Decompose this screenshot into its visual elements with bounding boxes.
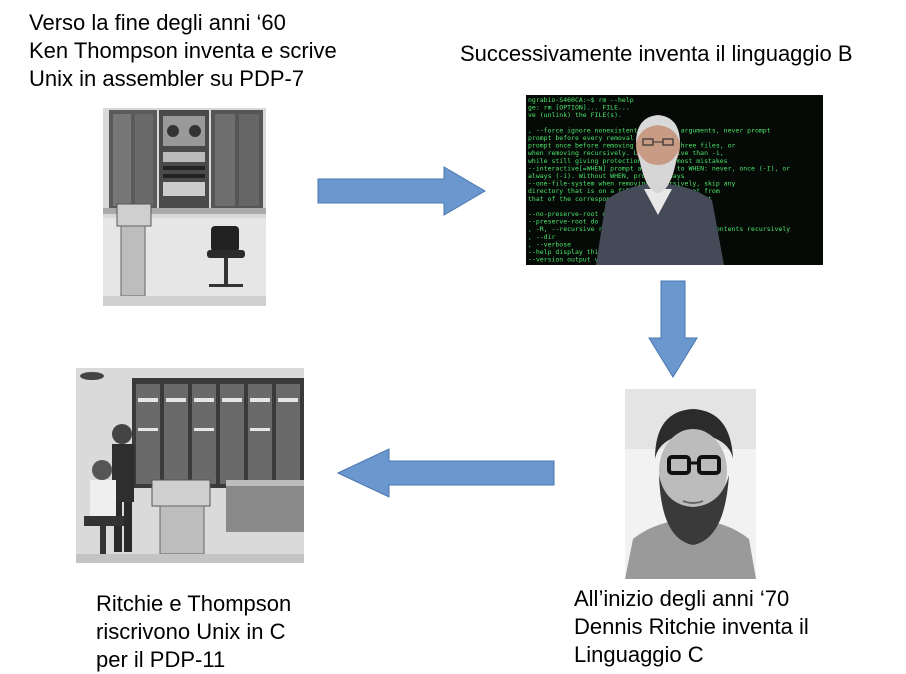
caption-line: per il PDP-11: [96, 647, 226, 672]
caption-line: Ken Thompson inventa e scrive: [29, 38, 337, 63]
arrow-right: [317, 166, 487, 216]
terminal-line: when removing recursively. Less intrusiv…: [528, 149, 724, 157]
caption-line: riscrivono Unix in C: [96, 619, 286, 644]
ritchie-portrait-photo: [625, 389, 756, 579]
arrow-right-shape: [317, 166, 486, 216]
pdp7-photo: [103, 108, 266, 306]
caption-pdp7: Verso la fine degli anni ‘60 Ken Thompso…: [29, 9, 337, 93]
caption-language-c: All’inizio degli anni ‘70 Dennis Ritchie…: [574, 585, 809, 669]
terminal-line: while still giving protection against mo…: [528, 157, 728, 165]
caption-line: Ritchie e Thompson: [96, 591, 292, 616]
caption-line: Successivamente inventa il linguaggio B: [460, 41, 853, 66]
arrow-left-shape: [337, 448, 555, 498]
pdp11-photo: [76, 368, 304, 563]
caption-line: Unix in assembler su PDP-7: [29, 66, 305, 91]
caption-line: All’inizio degli anni ‘70: [574, 586, 790, 611]
terminal-line: --help display this help and exit: [528, 248, 657, 256]
terminal-line: ge: rm [OPTION]... FILE...: [528, 104, 630, 112]
terminal-line: , --dir: [528, 233, 555, 241]
terminal-line: ngrabio-S460CA:~$ rm --help: [528, 96, 634, 104]
terminal-line: prompt before every removal: [528, 134, 634, 142]
caption-line: Dennis Ritchie inventa il: [574, 614, 809, 639]
terminal-line: always (-i). Without WHEN, prompt always: [528, 172, 685, 180]
arrow-down: [648, 280, 698, 378]
caption-line: Linguaggio C: [574, 642, 704, 667]
terminal-line: --one-file-system when removing recursiv…: [528, 180, 735, 188]
caption-line: Verso la fine degli anni ‘60: [29, 10, 286, 35]
terminal-line: prompt once before removing more than th…: [528, 142, 735, 150]
caption-pdp11: Ritchie e Thompson riscrivono Unix in C …: [96, 590, 291, 674]
arrow-left: [337, 448, 555, 498]
arrow-down-shape: [648, 280, 698, 378]
terminal-line: ve (unlink) the FILE(s).: [528, 111, 622, 119]
terminal-line: , --verbose: [528, 240, 571, 248]
caption-language-b: Successivamente inventa il linguaggio B: [460, 40, 853, 68]
